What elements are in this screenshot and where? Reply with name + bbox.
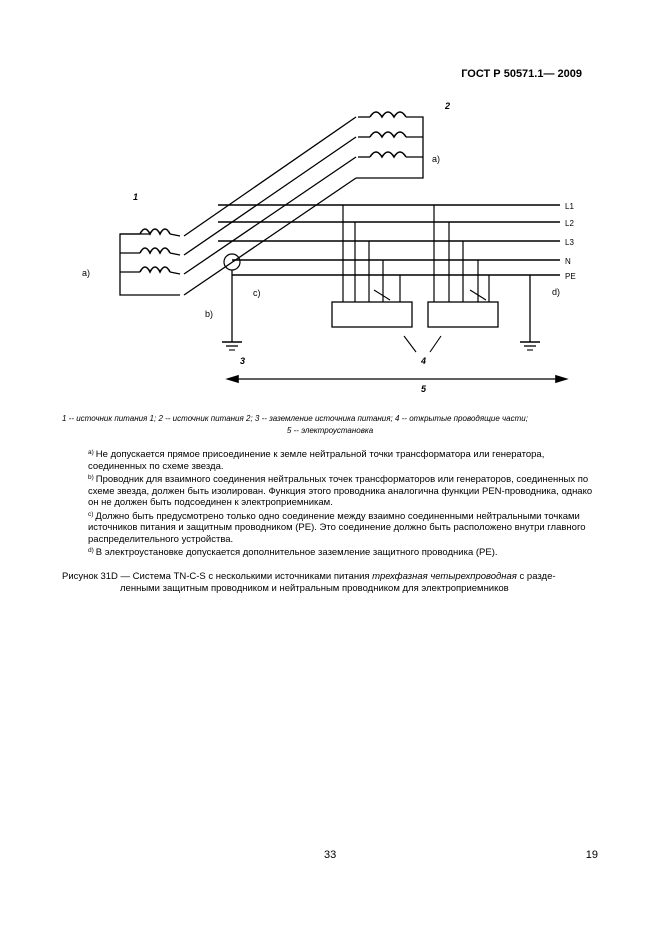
source-2-frame bbox=[356, 116, 424, 179]
note-b: b)Проводник для взаимного соединения ней… bbox=[88, 474, 593, 508]
legend-line-2: 5 -- электроустановка bbox=[286, 426, 374, 435]
load-box-2 bbox=[427, 301, 499, 328]
figure-legend: 1 -- источник питания 1; 2 -- источник п… bbox=[62, 413, 598, 437]
figure-caption: Рисунок 31D — Система TN-C-S с нескольки… bbox=[62, 571, 602, 595]
source-1-coil-2 bbox=[139, 247, 171, 255]
label-earthing: 3 bbox=[240, 356, 245, 366]
standard-header: ГОСТ Р 50571.1— 2009 bbox=[461, 68, 582, 80]
footnotes: a)Не допускается прямое присоединение к … bbox=[88, 447, 600, 559]
tn-c-s-circuit-diagram: 1 2 3 4 5 a) a) b) c) d) L1 L2 L3 N PE bbox=[82, 101, 576, 394]
conductor-l1: L1 bbox=[565, 202, 574, 211]
label-source-2: 2 bbox=[444, 101, 450, 111]
note-a: a)Не допускается прямое присоединение к … bbox=[88, 449, 545, 472]
source-2-coil-2 bbox=[369, 131, 407, 139]
label-d: d) bbox=[552, 287, 560, 297]
caption-italic: трехфазная четырехпроводная bbox=[372, 571, 517, 582]
conductor-l2: L2 bbox=[565, 219, 574, 228]
caption-prefix: Рисунок 31D — Система TN-C-S с нескольки… bbox=[62, 571, 373, 582]
source-1-coil-3 bbox=[139, 266, 171, 274]
load-box-1 bbox=[331, 301, 413, 328]
page-number-center: 33 bbox=[324, 849, 337, 861]
label-a-left: a) bbox=[82, 268, 90, 278]
caption-suffix: с разде- bbox=[516, 571, 556, 582]
label-source-1: 1 bbox=[133, 192, 138, 202]
label-b: b) bbox=[205, 309, 213, 319]
label-exposed-parts: 4 bbox=[420, 356, 426, 366]
source-2-coil-3 bbox=[369, 151, 407, 159]
conductor-n: N bbox=[565, 257, 571, 266]
caption-line-2: ленными защитным проводником и нейтральн… bbox=[120, 583, 509, 594]
source-2-coil-1 bbox=[369, 111, 407, 119]
note-c: c)Должно быть предусмотрено только одно … bbox=[88, 510, 586, 545]
legend-line-1: 1 -- источник питания 1; 2 -- источник п… bbox=[62, 414, 528, 423]
page-number-right: 19 bbox=[585, 849, 598, 861]
conductor-pe: PE bbox=[565, 272, 576, 281]
source-1-coil-1 bbox=[139, 228, 171, 236]
note-d: d)В электроустановке допускается дополни… bbox=[88, 547, 498, 558]
label-c: c) bbox=[253, 288, 261, 298]
label-a-right: a) bbox=[432, 154, 440, 164]
label-installation: 5 bbox=[421, 384, 427, 394]
conductor-l3: L3 bbox=[565, 238, 574, 247]
source-1-frame bbox=[119, 233, 180, 296]
